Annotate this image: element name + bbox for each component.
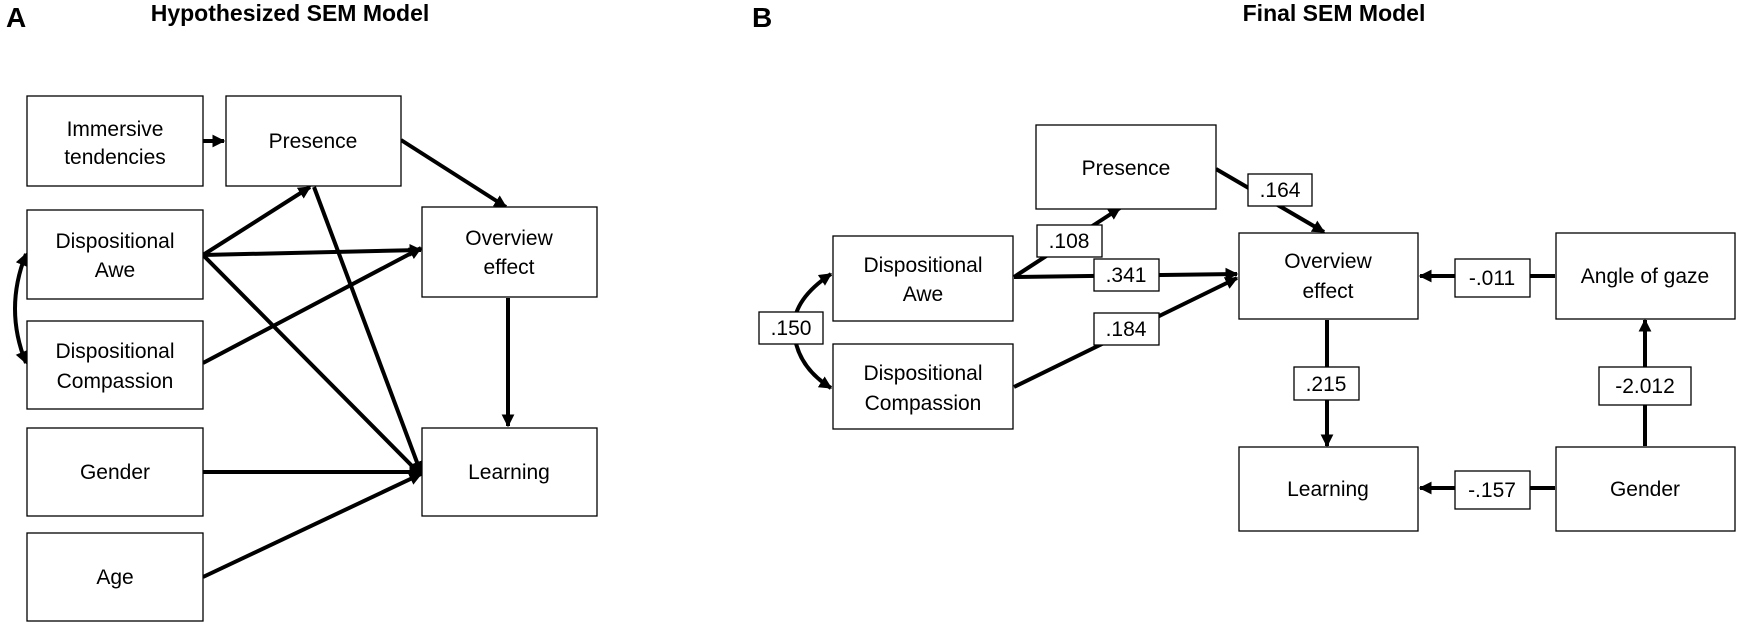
coef-awe-presence: .108 (1036, 224, 1103, 258)
node-awe-line1: Dispositional (55, 230, 174, 253)
edge-compassion-overview (202, 246, 423, 365)
node-compassion-line1: Dispositional (863, 362, 982, 385)
node-presence: Presence (225, 95, 402, 187)
coef-angle-overview-value: -.011 (1469, 267, 1515, 290)
coef-presence-overview-value: .164 (1260, 179, 1301, 202)
coef-awe-overview-value: .341 (1106, 264, 1147, 287)
coef-gender-angle-value: -2.012 (1615, 375, 1675, 398)
panel-b-title: Final SEM Model (1243, 0, 1426, 26)
node-immersive-tendencies: Immersive tendencies (26, 95, 204, 187)
node-compassion-line2: Compassion (865, 392, 982, 415)
panel-b: B Final SEM Model Presence Dispositional… (752, 0, 1736, 532)
node-dispositional-compassion: Dispositional Compassion (26, 320, 204, 410)
node-awe-line2: Awe (903, 283, 943, 306)
node-gender-label: Gender (80, 461, 150, 484)
node-overview-line1: Overview (1284, 250, 1372, 273)
panel-a-title: Hypothesized SEM Model (151, 0, 430, 26)
node-dispositional-awe: Dispositional Awe (26, 209, 204, 300)
coef-awe-compassion-value: .150 (771, 317, 812, 340)
coef-overview-learning-value: .215 (1306, 373, 1347, 396)
node-overview-line2: effect (1303, 280, 1354, 303)
coef-awe-overview: .341 (1093, 258, 1160, 292)
coef-awe-compassion: .150 (758, 311, 824, 345)
coef-compassion-overview-value: .184 (1106, 318, 1147, 341)
edge-awe-learning (201, 253, 423, 477)
coef-presence-overview: .164 (1247, 173, 1313, 207)
coef-gender-learning-value: -.157 (1468, 479, 1516, 502)
node-awe-line1: Dispositional (863, 254, 982, 277)
node-presence-label: Presence (269, 130, 358, 153)
coef-gender-angle: -2.012 (1598, 366, 1692, 406)
node-gender: Gender (26, 427, 204, 517)
node-compassion-line2: Compassion (57, 370, 174, 393)
edge-awe-overview (202, 243, 423, 257)
panel-b-letter: B (752, 2, 772, 33)
node-age-label: Age (96, 566, 133, 589)
node-learning-label: Learning (468, 461, 550, 484)
edge-presence-learning (312, 186, 423, 475)
coef-compassion-overview: .184 (1093, 312, 1160, 346)
node-angle-of-gaze: Angle of gaze (1555, 232, 1736, 320)
node-compassion-line1: Dispositional (55, 340, 174, 363)
panel-a-letter: A (6, 2, 26, 33)
node-dispositional-compassion: Dispositional Compassion (832, 343, 1014, 430)
coef-angle-overview: -.011 (1454, 258, 1531, 298)
node-learning-label: Learning (1287, 478, 1369, 501)
edge-awe-presence (201, 185, 312, 257)
node-overview-line1: Overview (465, 227, 553, 250)
node-immersive-line2: tendencies (64, 146, 166, 169)
node-learning: Learning (421, 427, 598, 517)
node-gender: Gender (1555, 446, 1736, 532)
node-overview-effect: Overview effect (1238, 232, 1419, 320)
node-presence-label: Presence (1082, 157, 1171, 180)
node-overview-line2: effect (484, 256, 535, 279)
node-awe-line2: Awe (95, 259, 135, 282)
panel-a-edges (13, 134, 515, 579)
coef-awe-presence-value: .108 (1049, 230, 1090, 253)
node-angle-label: Angle of gaze (1581, 265, 1709, 288)
node-gender-label: Gender (1610, 478, 1680, 501)
coef-overview-learning: .215 (1293, 366, 1360, 401)
edge-age-learning (202, 472, 423, 579)
panel-b-edges (791, 167, 1652, 495)
node-age: Age (26, 532, 204, 622)
edge-awe-compassion-covariance (13, 252, 28, 365)
node-dispositional-awe: Dispositional Awe (832, 235, 1014, 322)
panel-a: A Hypothesized SEM Model Immersive tende… (6, 0, 598, 622)
node-immersive-line1: Immersive (67, 118, 164, 141)
node-presence: Presence (1035, 124, 1217, 210)
node-overview-effect: Overview effect (421, 206, 598, 298)
coef-gender-learning: -.157 (1454, 470, 1531, 510)
node-learning: Learning (1238, 446, 1419, 532)
edge-presence-overview (399, 138, 508, 209)
